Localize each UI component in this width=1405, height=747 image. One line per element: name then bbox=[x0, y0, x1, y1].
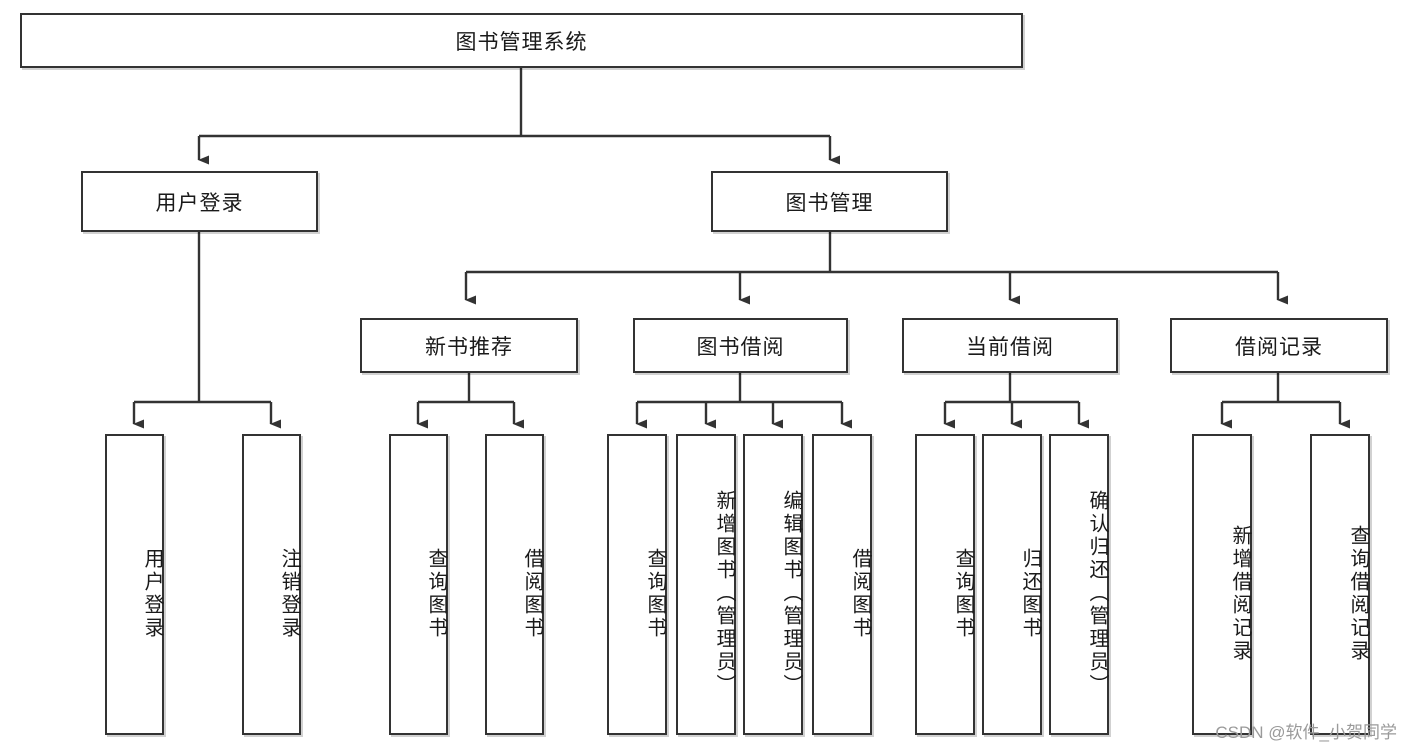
leaf-query-book-2[interactable]: 查询图书 bbox=[607, 434, 667, 735]
leaf-query-book-2-label: 查询图书 bbox=[644, 547, 666, 640]
leaf-add-record-label: 新增借阅记录 bbox=[1229, 524, 1251, 663]
node-borrow-record[interactable]: 借阅记录 bbox=[1170, 318, 1388, 373]
node-book-borrow-label: 图书借阅 bbox=[696, 335, 785, 359]
leaf-query-record[interactable]: 查询借阅记录 bbox=[1310, 434, 1370, 735]
leaf-borrow-book-1-label: 借阅图书 bbox=[521, 547, 543, 640]
leaf-user-login-label: 用户登录 bbox=[141, 547, 163, 640]
node-borrow-record-label: 借阅记录 bbox=[1235, 335, 1323, 359]
node-book-borrow[interactable]: 图书借阅 bbox=[633, 318, 848, 373]
leaf-query-book-1-label: 查询图书 bbox=[425, 547, 447, 640]
node-current-borrow-label: 当前借阅 bbox=[966, 335, 1054, 359]
leaf-user-login[interactable]: 用户登录 bbox=[105, 434, 164, 735]
node-book-manage-label: 图书管理 bbox=[785, 191, 874, 215]
node-user-login[interactable]: 用户登录 bbox=[81, 171, 318, 232]
leaf-edit-book-label: 编辑图书（管理员） bbox=[780, 490, 802, 697]
leaf-borrow-book-2-label: 借阅图书 bbox=[849, 547, 871, 640]
node-current-borrow[interactable]: 当前借阅 bbox=[902, 318, 1118, 373]
leaf-confirm-return-label: 确认归还（管理员） bbox=[1086, 490, 1108, 697]
leaf-query-record-label: 查询借阅记录 bbox=[1347, 524, 1369, 663]
leaf-logout-login[interactable]: 注销登录 bbox=[242, 434, 301, 735]
node-new-book-recommend[interactable]: 新书推荐 bbox=[360, 318, 578, 373]
leaf-add-record[interactable]: 新增借阅记录 bbox=[1192, 434, 1252, 735]
leaf-logout-login-label: 注销登录 bbox=[278, 547, 300, 640]
leaf-confirm-return[interactable]: 确认归还（管理员） bbox=[1049, 434, 1109, 735]
leaf-query-book-3[interactable]: 查询图书 bbox=[915, 434, 975, 735]
leaf-return-book-label: 归还图书 bbox=[1019, 547, 1041, 640]
leaf-borrow-book-1[interactable]: 借阅图书 bbox=[485, 434, 544, 735]
leaf-return-book[interactable]: 归还图书 bbox=[982, 434, 1042, 735]
node-root[interactable]: 图书管理系统 bbox=[20, 13, 1023, 68]
leaf-edit-book[interactable]: 编辑图书（管理员） bbox=[743, 434, 803, 735]
node-new-book-recommend-label: 新书推荐 bbox=[425, 335, 513, 359]
node-root-label: 图书管理系统 bbox=[455, 30, 588, 54]
watermark: CSDN @软件_小贺同学 bbox=[1215, 723, 1397, 742]
node-user-login-label: 用户登录 bbox=[155, 191, 244, 215]
leaf-query-book-1[interactable]: 查询图书 bbox=[389, 434, 448, 735]
leaf-add-book-label: 新增图书（管理员） bbox=[713, 490, 735, 697]
node-book-manage[interactable]: 图书管理 bbox=[711, 171, 948, 232]
leaf-add-book[interactable]: 新增图书（管理员） bbox=[676, 434, 736, 735]
leaf-query-book-3-label: 查询图书 bbox=[952, 547, 974, 640]
leaf-borrow-book-2[interactable]: 借阅图书 bbox=[812, 434, 872, 735]
